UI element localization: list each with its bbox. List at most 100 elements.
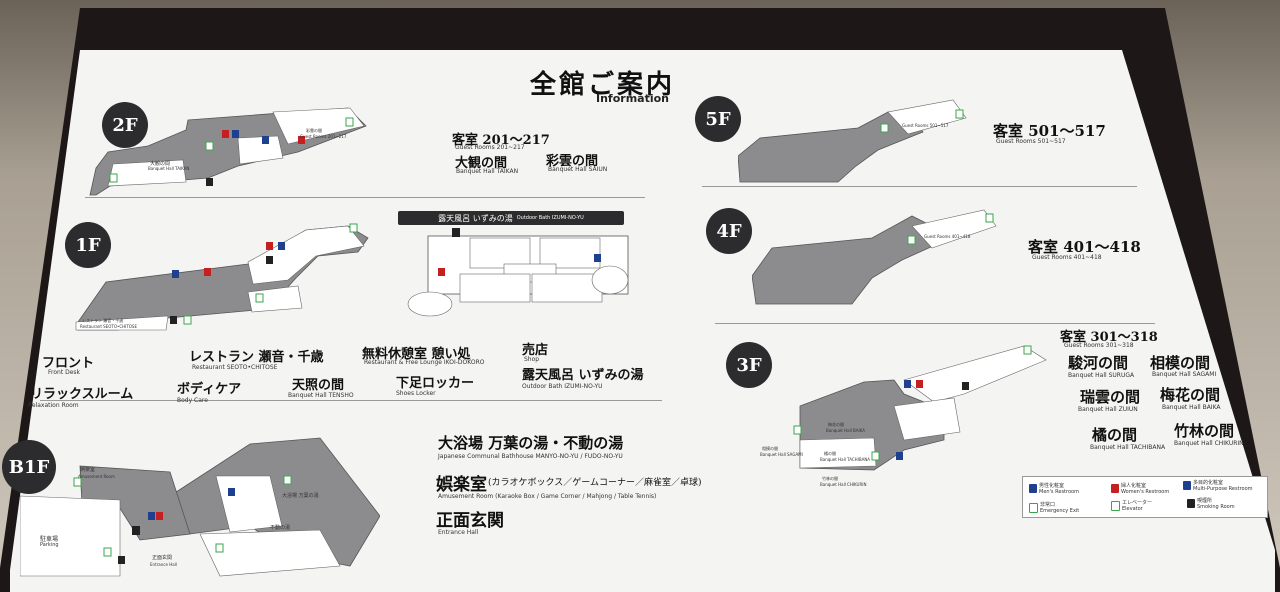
hall-saiun: 彩雲の間 [546,154,599,169]
rooms-5f-en: Guest Rooms 501~517 [996,138,1066,145]
outdoor-bath-map [407,228,629,317]
map-label: 正面玄関 [152,555,173,561]
emergency-exit-icon [103,547,112,557]
rooms-3f-en: Guest Rooms 301~318 [1064,342,1134,349]
elevator-icon [118,556,125,564]
map-label: Amusement Room [78,474,115,479]
mens-restroom-icon [228,488,235,496]
hall-saiun-en: Banquet Hall SAIUN [548,166,608,173]
floor-badge-3f: 3F [726,342,772,388]
facility-body-care: ボディケア [177,382,242,397]
rooms-3f: 客室 301～318 [1060,330,1158,345]
facility-amusement-en: Amusement Room (Karaoke Box / Game Corne… [438,493,657,500]
smoking-icon [132,526,140,535]
map-label: Parking [40,542,59,548]
womens-restroom-icon [204,268,211,276]
hall-zuiun: 瑞雲の間 [1080,388,1141,406]
rooms-2f: 客室 201～217 [452,133,550,148]
facility-tensho-en: Banquet Hall TENSHO [288,392,354,399]
floor-map-5f [738,99,967,183]
emergency-exit-icon [955,109,964,119]
mens-restroom-icon [1029,484,1037,493]
facility-outdoor-bath: 露天風呂 いずみの湯 [522,368,644,383]
womens-restroom-icon [156,512,163,520]
emergency-exit-icon [880,123,889,133]
floor-badge-5f: 5F [695,96,741,142]
rooms-5f: 客室 501～517 [993,122,1106,140]
map-label: Guest Rooms 401~418 [924,234,971,239]
facility-outdoor-bath-en: Outdoor Bath IZUMI-NO-YU [522,383,603,390]
emergency-exit-icon [907,235,916,245]
outdoor-bath-banner-en: Outdoor Bath IZUMI-NO-YU [516,215,584,221]
emergency-exit-icon [109,173,118,183]
elevator-icon [170,316,177,324]
map-label: Banquet Hall BAIKA [826,428,866,433]
womens-restroom-icon [916,380,923,388]
mens-restroom-icon [278,242,285,250]
hall-tachibana-en: Banquet Hall TACHIBANA [1090,444,1166,451]
facility-lounge-en: Restaurant & Free Lounge IKOI-DOKORO [364,359,485,366]
hall-taikan-en: Banquet Hall TAIKAN [456,168,519,175]
map-label: 橘の間 [824,451,836,456]
facility-shoes-locker-en: Shoes Locker [396,390,436,397]
facility-bathhouse-en: Japanese Communal Bathhouse MANYO-NO-YU … [438,453,623,460]
womens-restroom-icon [222,130,229,138]
map-label: 駐車場 [40,536,59,543]
rooms-4f: 客室 401～418 [1028,238,1141,256]
mens-restroom-icon [172,270,179,278]
floor-badge-2f: 2F [102,102,148,148]
outdoor-bath-banner-jp: 露天風呂 いずみの湯 [438,213,513,223]
outdoor-bath-banner: 露天風呂 いずみの湯 Outdoor Bath IZUMI-NO-YU [398,211,624,225]
mens-restroom-icon [232,130,239,138]
divider [40,400,662,401]
floor-badge-b1f: B1F [2,440,56,494]
facility-relaxation: リラックスルーム [30,387,134,402]
floor-map-4f [752,209,997,305]
facility-front-desk: フロント [42,356,95,371]
facility-lounge: 無料休憩室 憩い処 [362,347,471,362]
hall-chikurin: 竹林の間 [1174,422,1235,440]
map-label: 彩雲の間 [306,128,322,133]
facility-shoes-locker: 下足ロッカー [396,376,475,391]
map-label: 竹林の間 [822,476,838,481]
emergency-exit-icon [255,293,264,303]
floor-map-b1f [20,437,380,577]
smoking-icon [1187,499,1195,508]
divider [85,197,645,198]
womens-restroom-icon [1111,484,1119,493]
facility-relaxation-en: Relaxation Room [28,402,79,409]
mens-restroom-icon [148,512,155,520]
hall-chikurin-en: Banquet Hall CHIKURIN [1174,440,1244,447]
womens-restroom-icon [266,242,273,250]
emergency-exit-icon [1029,502,1038,513]
facility-amusement: 娯楽室 [436,475,487,495]
smoking-icon [452,228,460,237]
facility-entrance: 正面玄関 [436,511,504,531]
hall-suruga: 駿河の間 [1068,354,1129,372]
facility-front-desk-en: Front Desk [48,369,80,376]
emergency-exit-icon [283,475,292,485]
multipurpose-restroom-icon [1183,481,1191,490]
facility-bathhouse: 大浴場 万葉の湯・不動の湯 [438,434,624,452]
map-label: Banquet Hall TAIKAN [148,166,190,171]
emergency-exit-icon [215,543,224,553]
map-label: Entrance Hall [150,562,177,567]
facility-shop-en: Shop [524,356,540,363]
floor-map-3f [793,345,1047,471]
womens-restroom-icon [298,136,305,144]
page-subtitle: Information [596,92,669,105]
hall-baika: 梅花の間 [1160,386,1221,404]
floor-badge-1f: 1F [65,222,111,268]
facility-shop: 売店 [522,343,549,358]
facility-entrance-en: Entrance Hall [438,529,479,536]
elevator-icon [962,382,969,390]
map-label: 梅花の間 [828,422,844,427]
divider [715,323,1155,324]
map-label: 娯楽室 [80,467,96,473]
rooms-4f-en: Guest Rooms 401~418 [1032,254,1102,261]
